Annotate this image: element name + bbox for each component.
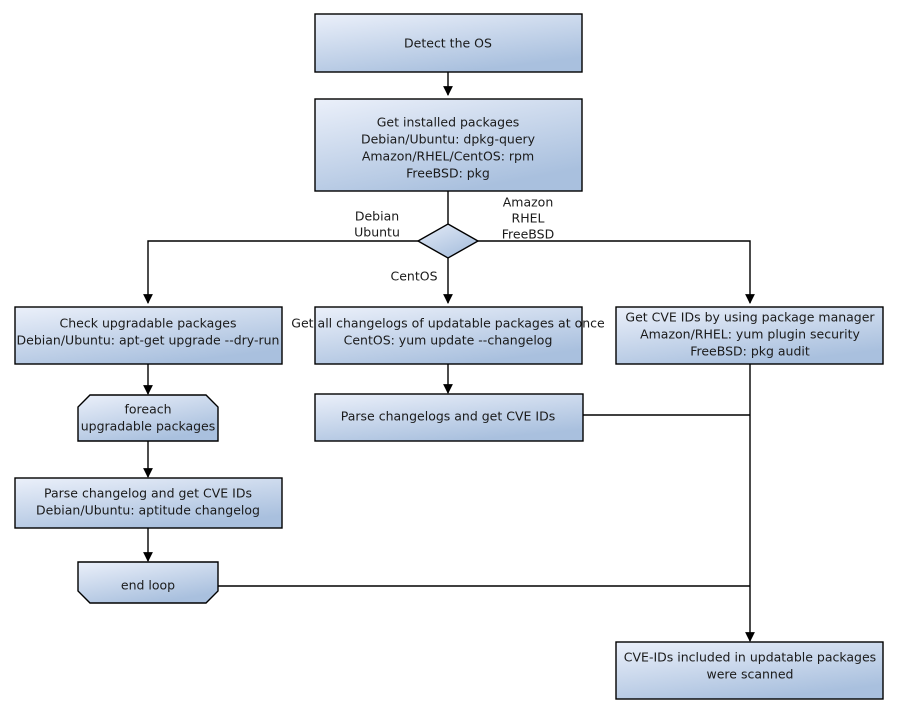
node-get-installed-packages-line4: FreeBSD: pkg: [406, 166, 490, 181]
edge-label-right-branch-line2: RHEL: [512, 211, 545, 226]
node-parse-changelog-left-line1: Parse changelog and get CVE IDs: [44, 486, 252, 501]
edge-label-left-branch-line1: Debian: [355, 209, 399, 224]
edge-label-down-branch: CentOS: [390, 269, 437, 284]
node-parse-changelogs-center[interactable]: Parse changelogs and get CVE IDs: [314, 393, 584, 442]
node-parse-changelogs-center-shape[interactable]: [314, 393, 584, 442]
node-get-installed-packages-shape[interactable]: [314, 98, 583, 192]
node-scanned-result-shape[interactable]: [615, 641, 884, 700]
node-get-all-changelogs-shape[interactable]: [314, 306, 583, 365]
edge-label-right-branch-line3: FreeBSD: [502, 227, 554, 242]
node-check-upgradable-line1: Check upgradable packages: [60, 316, 237, 331]
node-parse-changelogs-center-line1: Parse changelogs and get CVE IDs: [341, 409, 555, 424]
node-scanned-result-line1: CVE-IDs included in updatable packages: [624, 650, 876, 665]
node-get-cve-ids-pkg-manager-shape[interactable]: [615, 306, 884, 365]
node-check-upgradable-line2: Debian/Ubuntu: apt-get upgrade --dry-run: [17, 333, 280, 348]
node-parse-changelog-left[interactable]: Parse changelog and get CVE IDs Debian/U…: [14, 477, 283, 529]
node-get-cve-ids-pkg-manager-line2: Amazon/RHEL: yum plugin security: [640, 327, 860, 342]
node-os-decision[interactable]: [416, 223, 480, 259]
node-check-upgradable[interactable]: Check upgradable packages Debian/Ubuntu:…: [14, 306, 283, 365]
node-end-loop-shape[interactable]: [77, 561, 219, 604]
node-get-cve-ids-pkg-manager-line1: Get CVE IDs by using package manager: [625, 310, 875, 325]
node-parse-changelog-left-line2: Debian/Ubuntu: aptitude changelog: [36, 503, 260, 518]
node-foreach-loop[interactable]: foreach upgradable packages: [77, 394, 219, 442]
node-get-installed-packages-line1: Get installed packages: [377, 115, 520, 130]
node-check-upgradable-shape[interactable]: [14, 306, 283, 365]
node-get-cve-ids-pkg-manager-line3: FreeBSD: pkg audit: [690, 344, 810, 359]
edge-label-left-branch-line2: Ubuntu: [354, 225, 400, 240]
node-get-all-changelogs[interactable]: Get all changelogs of updatable packages…: [291, 306, 605, 365]
node-detect-os-line1: Detect the OS: [404, 36, 492, 51]
edge-label-layer: Debian Ubuntu Amazon RHEL FreeBSD CentOS: [354, 195, 554, 284]
node-end-loop-line1: end loop: [121, 578, 175, 593]
node-scanned-result[interactable]: CVE-IDs included in updatable packages w…: [615, 641, 884, 700]
node-detect-os[interactable]: Detect the OS: [314, 13, 583, 73]
node-get-installed-packages-line3: Amazon/RHEL/CentOS: rpm: [362, 149, 534, 164]
node-get-installed-packages[interactable]: Get installed packages Debian/Ubuntu: dp…: [314, 98, 583, 192]
node-end-loop[interactable]: end loop: [77, 561, 219, 604]
node-parse-changelog-left-shape[interactable]: [14, 477, 283, 529]
node-get-cve-ids-pkg-manager[interactable]: Get CVE IDs by using package manager Ama…: [615, 306, 884, 365]
node-scanned-result-line2: were scanned: [707, 667, 794, 682]
node-get-all-changelogs-line1: Get all changelogs of updatable packages…: [291, 316, 605, 331]
node-os-decision-shape[interactable]: [416, 223, 480, 259]
node-detect-os-shape[interactable]: [314, 13, 583, 73]
edge-layer: [143, 72, 755, 642]
node-foreach-loop-shape[interactable]: [77, 394, 219, 442]
node-foreach-loop-line1: foreach: [124, 402, 171, 417]
edge-decision-left: [143, 240, 418, 304]
node-get-installed-packages-line2: Debian/Ubuntu: dpkg-query: [361, 132, 536, 147]
edge-decision-right: [478, 240, 755, 304]
node-get-all-changelogs-line2: CentOS: yum update --changelog: [344, 333, 553, 348]
edge-label-right-branch-line1: Amazon: [503, 195, 554, 210]
node-foreach-loop-line2: upgradable packages: [81, 419, 216, 434]
